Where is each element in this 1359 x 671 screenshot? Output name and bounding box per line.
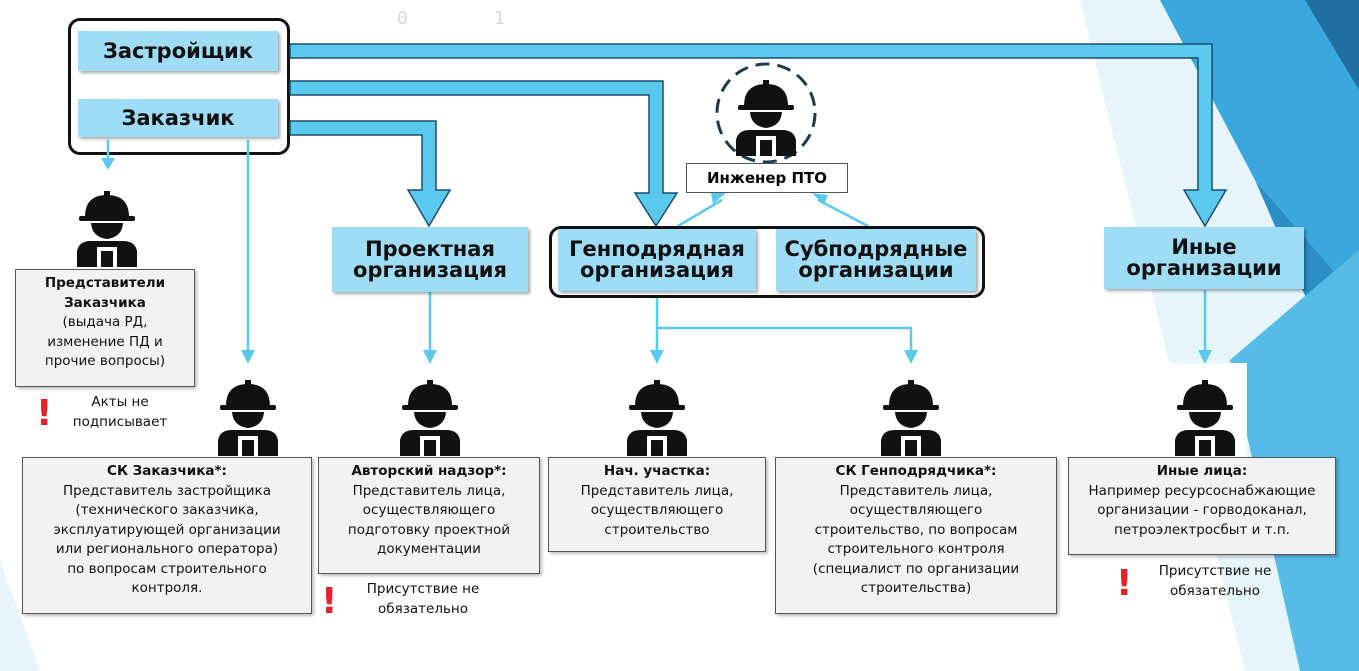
no-sign-note: Акты не подписывает <box>60 393 180 432</box>
site-chief-line: осуществляющего <box>590 502 724 519</box>
sk-general-line: строительного контроля <box>827 541 1005 558</box>
developer-label: Застройщик <box>102 38 254 63</box>
customer-reps-title2: Заказчика <box>64 294 146 311</box>
sk-general-line: Представитель лица, <box>839 482 993 499</box>
no-sign-line2: подписывает <box>72 413 168 430</box>
author-line: подготовку проектной <box>347 521 511 538</box>
presence-note-1-line2: обязательно <box>378 600 468 617</box>
sub-org-box: Субподрядные организации <box>776 229 976 291</box>
author-supervision-box: Авторский надзор*: Представитель лица, о… <box>318 457 540 574</box>
worker-icon <box>881 380 941 456</box>
author-line: осуществляющего <box>362 502 496 519</box>
presence-note-2-line2: обязательно <box>1170 582 1260 599</box>
other-org-line2: организации <box>1126 256 1282 280</box>
worker-icon <box>218 380 278 456</box>
presence-note-2: Присутствие не обязательно <box>1140 562 1290 601</box>
customer-reps-title1: Представители <box>44 275 166 291</box>
no-sign-line1: Акты не <box>91 394 149 410</box>
pto-dashed-circle <box>715 62 817 164</box>
author-line: документации <box>377 541 481 558</box>
sk-general-line: строительства) <box>860 580 972 597</box>
sk-customer-line: или регионального оператора) <box>55 541 279 558</box>
design-org-line1: Проектная <box>365 236 495 261</box>
sk-customer-title: СК Заказчика*: <box>107 463 227 479</box>
sub-org-line2: организации <box>798 258 954 282</box>
customer-reps-desc1: (выдача РД, <box>62 314 148 331</box>
other-persons-line: организации - горводоканал, <box>1097 502 1307 519</box>
customer-label: Заказчик <box>121 105 235 130</box>
other-persons-line: петроэлектросбыт и т.п. <box>1114 521 1290 538</box>
arrow-customer-to-design <box>289 120 452 228</box>
exclamation-icon: ! <box>321 581 338 622</box>
arrow-customer-to-general <box>289 80 679 228</box>
sk-general-title: СК Генподрядчика*: <box>835 463 997 479</box>
site-chief-line: строительство <box>604 521 710 538</box>
worker-icon <box>627 380 687 456</box>
other-persons-line: Например ресурсоснабжающие <box>1088 482 1316 499</box>
worker-icon <box>736 80 796 156</box>
sk-customer-line: Представитель застройщика <box>63 482 271 499</box>
presence-note-1: Присутствие не обязательно <box>348 580 498 619</box>
worker-icon <box>1175 380 1235 456</box>
other-persons-box: Иные лица: Например ресурсоснабжающие ор… <box>1068 457 1336 555</box>
author-line: Представитель лица, <box>352 482 506 499</box>
worker-icon <box>77 191 137 267</box>
sk-customer-line: контроля. <box>131 580 203 597</box>
site-chief-title: Нач. участка: <box>603 463 711 479</box>
sub-org-line1: Субподрядные <box>784 237 968 261</box>
author-title: Авторский надзор*: <box>351 463 507 479</box>
sk-customer-line: эксплуатирующей организации <box>53 521 281 538</box>
sk-general-line: (специалист по организации <box>812 560 1020 577</box>
sk-general-line: строительство, по вопросам <box>814 521 1018 538</box>
customer-reps-desc2: изменение ПД и <box>47 333 163 350</box>
pto-engineer-label: Инженер ПТО <box>686 163 848 193</box>
general-org-line1: Генподрядная <box>569 237 745 261</box>
customer-box: Заказчик <box>78 99 278 137</box>
site-chief-box: Нач. участка: Представитель лица, осущес… <box>548 457 766 552</box>
site-chief-line: Представитель лица, <box>580 482 734 499</box>
sk-general-box: СК Генподрядчика*: Представитель лица, о… <box>775 457 1057 614</box>
sk-customer-box: СК Заказчика*: Представитель застройщика… <box>22 457 312 614</box>
arrow-developer-to-other <box>289 43 1228 228</box>
customer-reps-box: Представители Заказчика (выдача РД, изме… <box>15 269 195 387</box>
general-org-line2: организация <box>580 258 734 282</box>
sk-customer-line: (технического заказчика, <box>75 502 259 519</box>
pto-engineer-text: Инженер ПТО <box>706 169 828 187</box>
decor-digit: 0 <box>397 8 408 29</box>
developer-box: Застройщик <box>78 31 278 71</box>
other-persons-title: Иные лица: <box>1156 463 1248 479</box>
design-org-line2: организация <box>353 257 507 282</box>
sk-general-line: осуществляющего <box>849 502 983 519</box>
design-org-box: Проектная организация <box>332 227 528 292</box>
customer-reps-desc3: прочие вопросы) <box>44 353 166 370</box>
worker-icon <box>400 380 460 456</box>
general-org-box: Генподрядная организация <box>558 229 756 291</box>
other-org-line1: Иные <box>1171 235 1237 259</box>
presence-note-2-line1: Присутствие не <box>1158 563 1272 579</box>
exclamation-icon: ! <box>1116 563 1133 604</box>
other-org-box: Иные организации <box>1104 227 1304 289</box>
sk-customer-line: по вопросам строительного <box>67 560 267 577</box>
exclamation-icon: ! <box>36 393 53 434</box>
decor-digit: 1 <box>494 8 505 29</box>
presence-note-1-line1: Присутствие не <box>366 581 480 597</box>
